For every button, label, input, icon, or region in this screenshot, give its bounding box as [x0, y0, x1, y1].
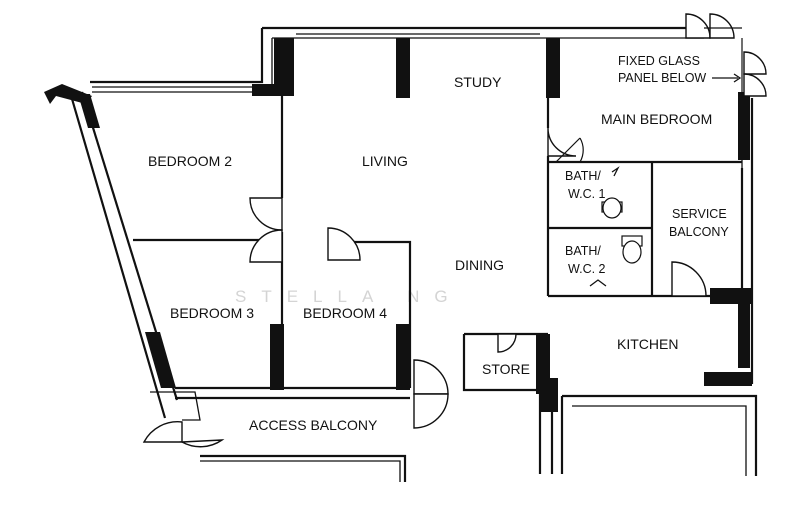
bath-fixtures	[589, 166, 643, 287]
label-store: STORE	[482, 361, 530, 377]
label-service-balcony-2: BALCONY	[669, 225, 729, 239]
watermark: STELLA NG	[235, 287, 463, 306]
label-bath-2b: W.C. 2	[568, 262, 606, 276]
label-kitchen: KITCHEN	[617, 336, 678, 352]
label-fixed-glass-1: FIXED GLASS	[618, 54, 700, 68]
label-bedroom-3: BEDROOM 3	[170, 305, 254, 321]
label-access-balcony: ACCESS BALCONY	[249, 417, 378, 433]
label-service-balcony-1: SERVICE	[672, 207, 727, 221]
doors	[142, 13, 767, 448]
label-main-bedroom: MAIN BEDROOM	[601, 111, 712, 127]
structural-columns	[44, 38, 752, 412]
label-bedroom-4: BEDROOM 4	[303, 305, 387, 321]
label-bath-2a: BATH/	[565, 244, 601, 258]
label-bath-1b: W.C. 1	[568, 187, 606, 201]
label-living: LIVING	[362, 153, 408, 169]
label-dining: DINING	[455, 257, 504, 273]
label-study: STUDY	[454, 74, 502, 90]
room-labels: STUDY FIXED GLASS PANEL BELOW MAIN BEDRO…	[148, 54, 729, 433]
label-fixed-glass-2: PANEL BELOW	[618, 71, 706, 85]
label-bath-1a: BATH/	[565, 169, 601, 183]
label-bedroom-2: BEDROOM 2	[148, 153, 232, 169]
